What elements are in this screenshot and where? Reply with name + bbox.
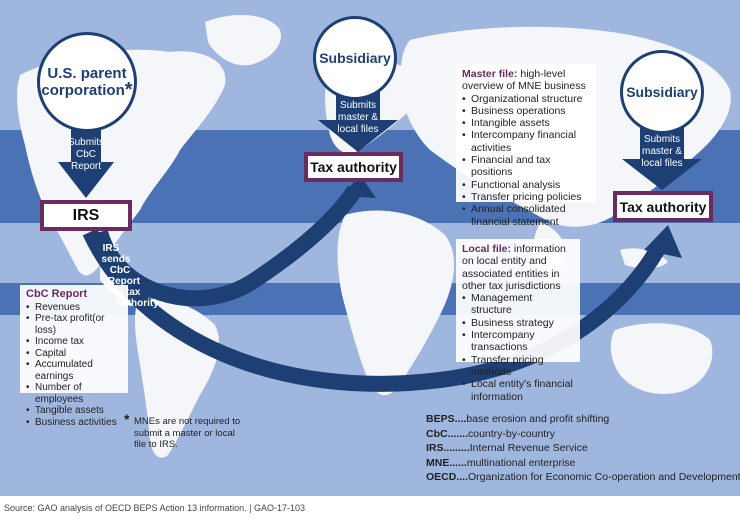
local-file-list: Management structure Business strategy I… [462,292,574,403]
list-item: Revenues [26,302,122,314]
list-item: Business operations [462,105,590,118]
arrow-text-line: Report [70,161,101,172]
list-item: Income tax [26,336,122,348]
master-file-list: Organizational structure Business operat… [462,93,590,228]
source-note: Source: GAO analysis of OECD BEPS Action… [4,503,305,513]
parent-line2: corporation [41,82,125,99]
arrow-text-line: Submits [643,134,681,145]
cbc-report-list: Revenues Pre-tax profit(or loss) Income … [26,302,122,429]
glossary-row: BEPS....base erosion and profit shifting [426,412,726,427]
local-file-title: Local file: [462,243,512,255]
glossary-def: country-by-country [468,427,555,440]
parent-line1: U.S. parent [47,65,127,82]
list-item: Management structure [462,292,574,317]
list-item: Functional analysis [462,179,590,192]
footnote-mark: * [124,411,130,427]
local-file-desc: information on local entity and associat… [462,243,566,292]
submits-cbc-text: Submits CbC Report [66,137,106,173]
arrow-text-line: master & [337,112,378,123]
master-file-desc: high-level overview of MNE business [462,68,586,93]
footnote-text: MNEs are not required to submit a master… [134,416,241,450]
arrow-text-line: Submits [67,137,105,148]
local-file-panel: Local file: information on local entity … [456,239,580,403]
arrow-text-line: local files [641,158,683,169]
world-map-background [0,0,740,496]
list-item: Organizational structure [462,93,590,106]
list-item: Annual consolidated financial statement [462,203,590,228]
arrow-text-line: authority [116,298,159,309]
list-item: Accumulated earnings [26,359,122,382]
tax-authority-right-box: Tax authority [613,191,713,222]
arrow-text-line: sends [101,254,131,265]
cbc-report-panel: CbC Report Revenues Pre-tax profit(or lo… [20,285,128,428]
master-file-panel: Master file: high-level overview of MNE … [456,64,596,228]
submits-files-mid-text: Submits master & local files [328,100,388,136]
subsidiary-mid-label: Subsidiary [319,50,391,66]
local-file-heading: Local file: information on local entity … [462,243,574,292]
arrow-text-line: local files [337,124,379,135]
tax-authority-mid-box: Tax authority [304,152,403,182]
subsidiary-mid-node: Subsidiary [313,16,397,100]
irs-box: IRS [40,200,132,231]
arrow-text-line: Report [107,276,141,287]
glossary-abbr: BEPS.... [426,413,467,425]
glossary-abbr: OECD.... [426,471,469,483]
list-item: Transfer pricing methods [462,354,574,379]
curve-arrow-mid-head [342,175,376,198]
arrow-sub-right-head [622,159,702,190]
arrow-text-line: Submits [339,100,377,111]
subsidiary-right-label: Subsidiary [626,84,698,100]
list-item: Intangible assets [462,117,590,130]
glossary-row: CbC.......country-by-country [426,427,726,442]
us-parent-corporation-node: U.S. parent corporation* [37,32,137,132]
parent-asterisk: * [124,79,133,101]
arrow-text-line: CbC [109,265,131,276]
glossary-def: Internal Revenue Service [469,442,588,454]
curve-arrow-right [82,228,668,392]
arrow-sub-mid-head [318,120,398,152]
master-file-title: Master file: [462,68,518,80]
glossary-row: OECD....Organization for Economic Co-ope… [426,470,740,485]
list-item: Business activities [26,417,122,429]
glossary-abbr: MNE...... [426,456,467,469]
glossary-abbr: CbC....... [426,427,468,440]
arrow-text-line: CbC [75,149,96,160]
list-item: Number of employees [26,382,122,405]
submits-files-right-text: Submits master & local files [632,134,692,170]
arrow-text-line: master & [641,146,682,157]
cbc-report-title: CbC Report [26,288,88,300]
subsidiary-right-node: Subsidiary [620,50,704,134]
glossary-row: IRS.........Internal Revenue Service [426,441,726,456]
arrow-parent-irs-head [58,162,114,198]
list-item: Financial and tax positions [462,154,590,179]
arrow-text-line: IRS [102,243,120,254]
curve-arrow-right-head [644,225,682,258]
list-item: Capital [26,348,122,360]
list-item: Business strategy [462,317,574,330]
list-item: Intercompany transactions [462,329,574,354]
irs-label: IRS [72,206,100,224]
glossary: BEPS....base erosion and profit shifting… [426,412,740,485]
glossary-def: base erosion and profit shifting [466,413,610,425]
glossary-abbr: IRS......... [426,442,470,454]
glossary-def: multinational enterprise [466,456,576,469]
glossary-row: MNE......multinational enterprise [426,456,726,471]
tax-authority-right-label: Tax authority [619,198,707,215]
list-item: Local entity's financial information [462,378,574,403]
tax-authority-mid-label: Tax authority [310,159,397,175]
list-item: Transfer pricing policies [462,191,590,204]
list-item: Tangible assets [26,405,122,417]
curve-arrow-mid [92,185,362,307]
master-file-heading: Master file: high-level overview of MNE … [462,68,590,93]
glossary-def: Organization for Economic Co-operation a… [468,471,740,483]
list-item: Intercompany financial activities [462,129,590,154]
footnote: * MNEs are not required to submit a mast… [124,411,244,451]
list-item: Pre-tax profit(or loss) [26,313,122,336]
